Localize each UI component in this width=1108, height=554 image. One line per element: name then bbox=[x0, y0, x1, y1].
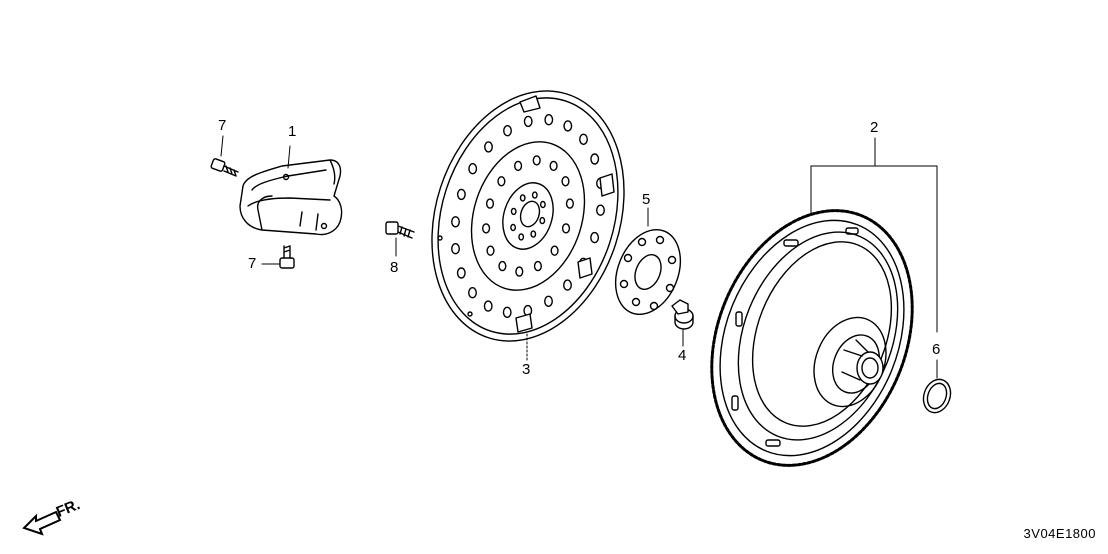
drive-plate-hole-center bbox=[510, 223, 517, 232]
drive-plate-hole-outer bbox=[523, 115, 533, 128]
drive-plate-hole-outer bbox=[484, 141, 493, 153]
callout-1: 1 bbox=[288, 123, 297, 140]
drive-plate-hole-inner bbox=[565, 198, 574, 209]
part-7-bolt-bottom bbox=[279, 245, 295, 269]
drive-plate-hole-outer bbox=[544, 113, 554, 126]
drive-plate-hole-outer bbox=[590, 153, 600, 165]
drive-plate-hole-outer bbox=[563, 120, 573, 132]
drive-plate-hole-inner bbox=[482, 223, 491, 234]
drive-plate-hole-outer bbox=[468, 287, 477, 299]
drive-plate-hole-outer bbox=[451, 216, 460, 228]
drive-plate-hole-center bbox=[539, 216, 546, 225]
callout-4: 4 bbox=[678, 347, 687, 364]
drive-plate-hole-outer bbox=[451, 242, 460, 255]
drive-plate-hole-center bbox=[519, 194, 526, 202]
part-8-bolt bbox=[385, 221, 415, 239]
drive-plate-hole-outer bbox=[483, 300, 493, 312]
callout-6: 6 bbox=[932, 341, 941, 358]
part-7-bolt-top bbox=[210, 158, 239, 177]
drive-plate-hole-outer bbox=[456, 188, 466, 201]
callout-8: 8 bbox=[390, 259, 399, 276]
drive-plate-hole-center bbox=[530, 230, 537, 238]
callout-2: 2 bbox=[870, 119, 879, 136]
drive-plate-hole-inner bbox=[532, 155, 541, 166]
drive-plate-hole-inner bbox=[497, 176, 506, 187]
drive-plate-hole-outer bbox=[468, 162, 478, 175]
part-2-torque-converter bbox=[710, 209, 914, 467]
callout-3: 3 bbox=[522, 361, 531, 378]
drive-plate-hole-outer bbox=[590, 231, 600, 244]
drive-plate-hole-outer bbox=[502, 306, 512, 318]
drive-plate-hole-inner bbox=[550, 245, 559, 256]
drive-plate-hole-inner bbox=[498, 260, 507, 272]
drive-plate-hole-inner bbox=[515, 266, 524, 277]
drive-plate-hole-outer bbox=[544, 295, 553, 307]
drive-plate-hole-center bbox=[510, 207, 517, 216]
part-4-bolt bbox=[671, 299, 694, 330]
drive-plate-hole-outer bbox=[596, 204, 605, 216]
drive-plate-hole-inner bbox=[485, 198, 495, 209]
callout-5: 5 bbox=[642, 191, 651, 208]
drive-plate-hole-outer bbox=[563, 279, 572, 291]
part-1-cover bbox=[239, 159, 343, 236]
drive-plate-hole-outer bbox=[503, 124, 512, 137]
callout-7-bottom: 7 bbox=[248, 255, 257, 272]
part-6-o-ring bbox=[922, 378, 952, 414]
drive-plate-hole-inner bbox=[561, 223, 571, 234]
part-5-plate bbox=[614, 228, 682, 316]
front-direction-indicator: FR. bbox=[22, 496, 102, 538]
drive-plate-hole-center bbox=[531, 191, 538, 199]
drive-plate-hole-center bbox=[518, 233, 525, 241]
drive-plate-hole-outer bbox=[579, 133, 588, 146]
drive-plate-hole-center bbox=[539, 200, 546, 209]
drive-plate-hole-inner bbox=[514, 160, 523, 172]
front-arrow-icon bbox=[22, 510, 62, 536]
diagram-code: 3V04E1800 bbox=[1023, 526, 1096, 541]
drive-plate-hole-inner bbox=[533, 260, 542, 272]
callout-7-top: 7 bbox=[218, 117, 227, 134]
drive-plate-hole-inner bbox=[549, 160, 558, 172]
drive-plate-hole-inner bbox=[561, 176, 570, 187]
drive-plate-hole-outer bbox=[456, 267, 466, 279]
part-3-drive-plate bbox=[431, 90, 625, 342]
drive-plate-hole-inner bbox=[486, 245, 495, 256]
